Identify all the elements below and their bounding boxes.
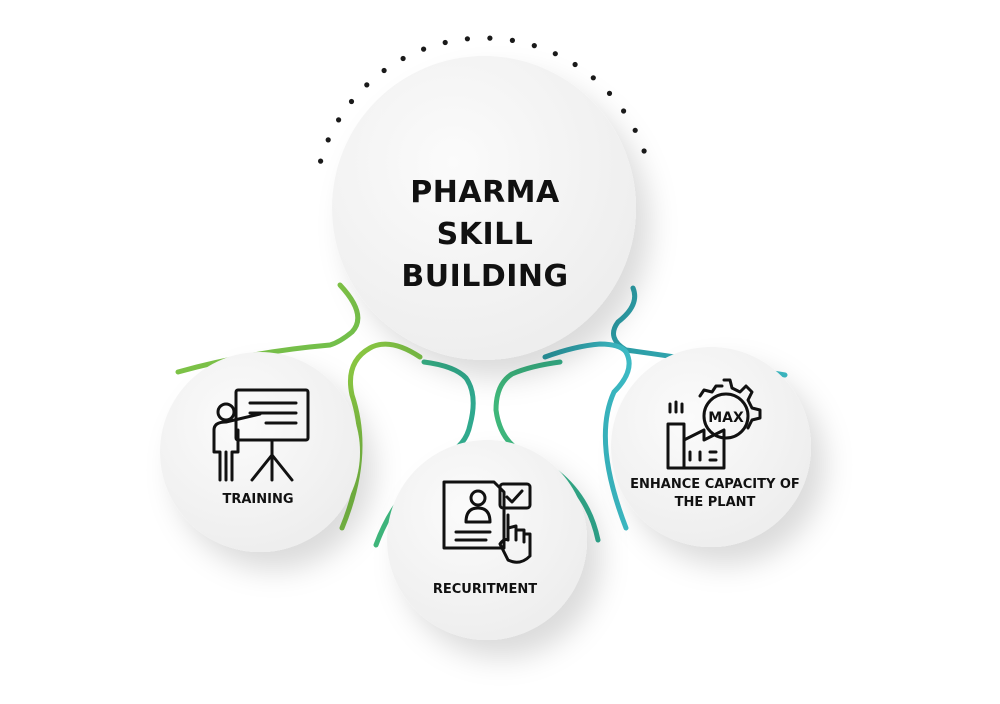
arc-dot <box>421 46 427 52</box>
arc-dot <box>442 39 448 46</box>
recruitment-label: RECURITMENT <box>432 582 538 597</box>
arc-dot <box>621 108 627 114</box>
factory-max-capacity-icon: MAX <box>666 378 762 470</box>
arc-dot <box>531 43 537 49</box>
arc-dot <box>606 90 613 96</box>
training-circle <box>160 352 360 552</box>
svg-text:MAX: MAX <box>708 410 744 426</box>
enhance-circle <box>611 347 811 547</box>
enhance-label: ENHANCE CAPACITY OF THE PLANT <box>630 477 800 510</box>
main-circle <box>332 56 636 360</box>
main-title: PHARMA SKILL BUILDING <box>401 175 569 294</box>
connector-enhance-left <box>542 341 632 531</box>
arc-dot <box>509 37 515 44</box>
arc-dot <box>381 67 387 74</box>
arc-dot <box>641 148 647 154</box>
training-label: TRAINING <box>222 492 294 507</box>
presentation-board-icon <box>212 388 310 482</box>
arc-dot <box>364 82 370 88</box>
arc-dot <box>348 98 355 105</box>
resume-selection-icon <box>442 480 532 564</box>
arc-dot <box>464 36 470 42</box>
arc-dot <box>318 158 324 164</box>
arc-dot <box>336 117 342 123</box>
arc-dot <box>552 51 558 57</box>
arc-dot <box>590 75 596 81</box>
arc-dot <box>487 35 493 41</box>
arc-dot <box>400 55 406 62</box>
arc-dot <box>325 137 331 143</box>
dotted-arc <box>318 35 647 164</box>
arc-dot <box>572 61 578 68</box>
arc-dot <box>632 127 638 133</box>
